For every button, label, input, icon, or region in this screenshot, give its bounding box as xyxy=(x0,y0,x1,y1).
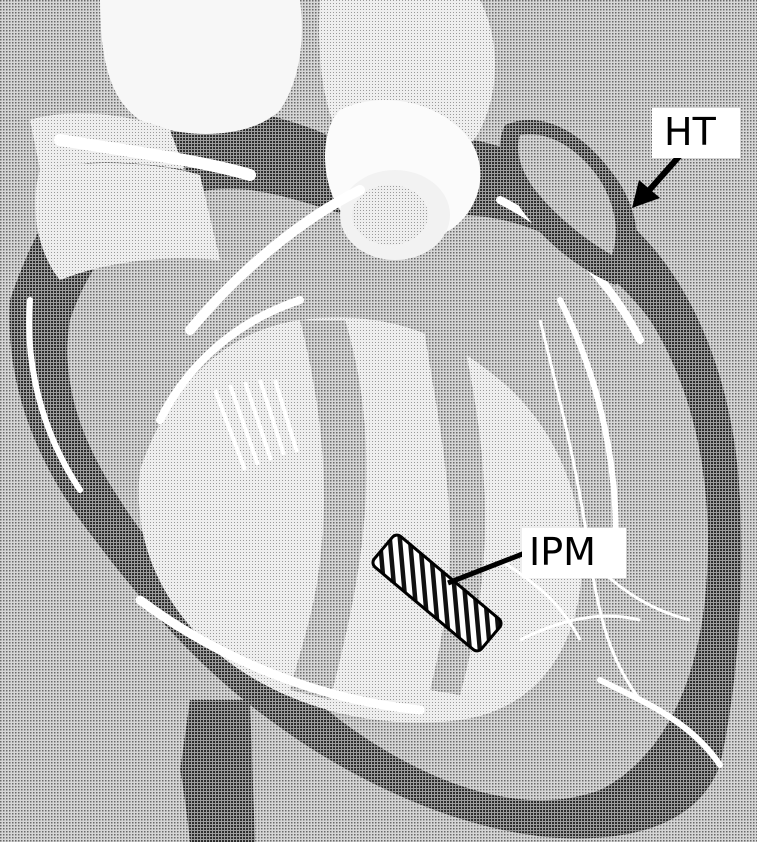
pulmonary-artery-lumen xyxy=(352,185,428,245)
ht-label: HT xyxy=(664,110,717,154)
ipm-label: IPM xyxy=(529,530,596,574)
